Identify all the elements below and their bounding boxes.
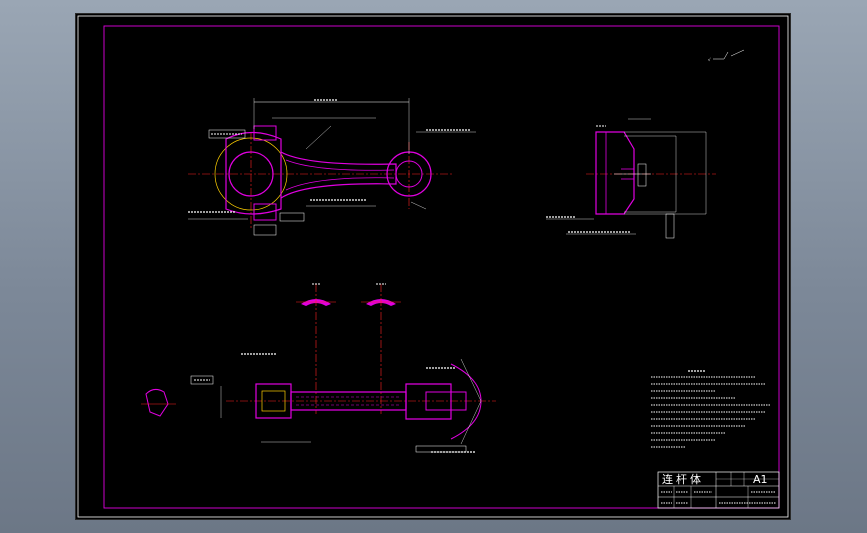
bottom-section-view	[141, 353, 496, 453]
cad-viewport[interactable]: √	[75, 13, 791, 520]
general-roughness-note: √	[708, 49, 745, 62]
technical-requirements	[651, 370, 771, 448]
title-sheet-size: A1	[753, 473, 768, 486]
front-view-connecting-rod	[188, 98, 476, 236]
title-block: 连杆体 A1	[657, 471, 780, 509]
side-view-big-end	[546, 118, 716, 239]
title-part-name: 连杆体	[662, 472, 704, 486]
section-details	[296, 283, 401, 414]
engineering-drawing: √	[77, 15, 789, 518]
sheet-inner-border	[103, 25, 780, 509]
sheet-outer-border	[77, 15, 789, 518]
svg-text:√: √	[708, 57, 711, 62]
